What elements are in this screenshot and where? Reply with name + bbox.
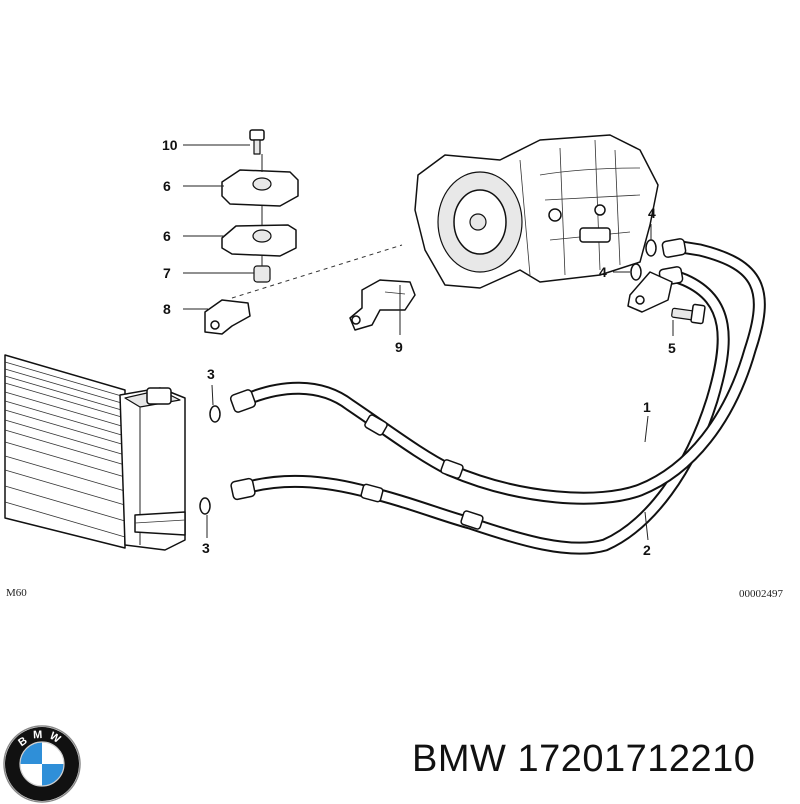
leader-lines [183,144,674,541]
callout-3-upper: 3 [207,366,215,382]
oil-line-feed [229,239,766,505]
callout-7: 7 [163,265,171,281]
part-caption: BMW 17201712210 [412,738,755,781]
callout-3-lower: 3 [202,540,210,556]
brand-name: BMW [412,738,507,780]
callout-5: 5 [668,340,676,356]
bracket-9 [349,279,416,331]
radiator [4,354,186,551]
transmission [414,134,687,289]
clamp-assembly [204,129,299,335]
callout-4-lower: 4 [599,264,607,280]
oil-line-return [230,268,730,555]
bmw-logo: BMW [3,725,81,803]
callout-6-upper: 6 [163,178,171,194]
part-number: 17201712210 [517,738,756,780]
callout-1: 1 [643,399,651,415]
sealing-rings-4 [630,239,657,281]
diagram-number: 00002497 [739,588,784,600]
model-code: M60 [6,587,27,599]
callout-4-upper: 4 [648,205,656,221]
callout-6-lower: 6 [163,228,171,244]
callout-10: 10 [162,137,178,153]
dashed-reference-line [231,244,403,299]
callout-8: 8 [163,301,171,317]
callout-2: 2 [643,542,651,558]
callout-9: 9 [395,339,403,355]
sealing-rings-3 [199,405,221,515]
parts-diagram: 10 6 6 7 8 9 4 4 5 3 3 1 2 M60 00002497 [4,129,784,600]
line-bracket [627,271,706,325]
